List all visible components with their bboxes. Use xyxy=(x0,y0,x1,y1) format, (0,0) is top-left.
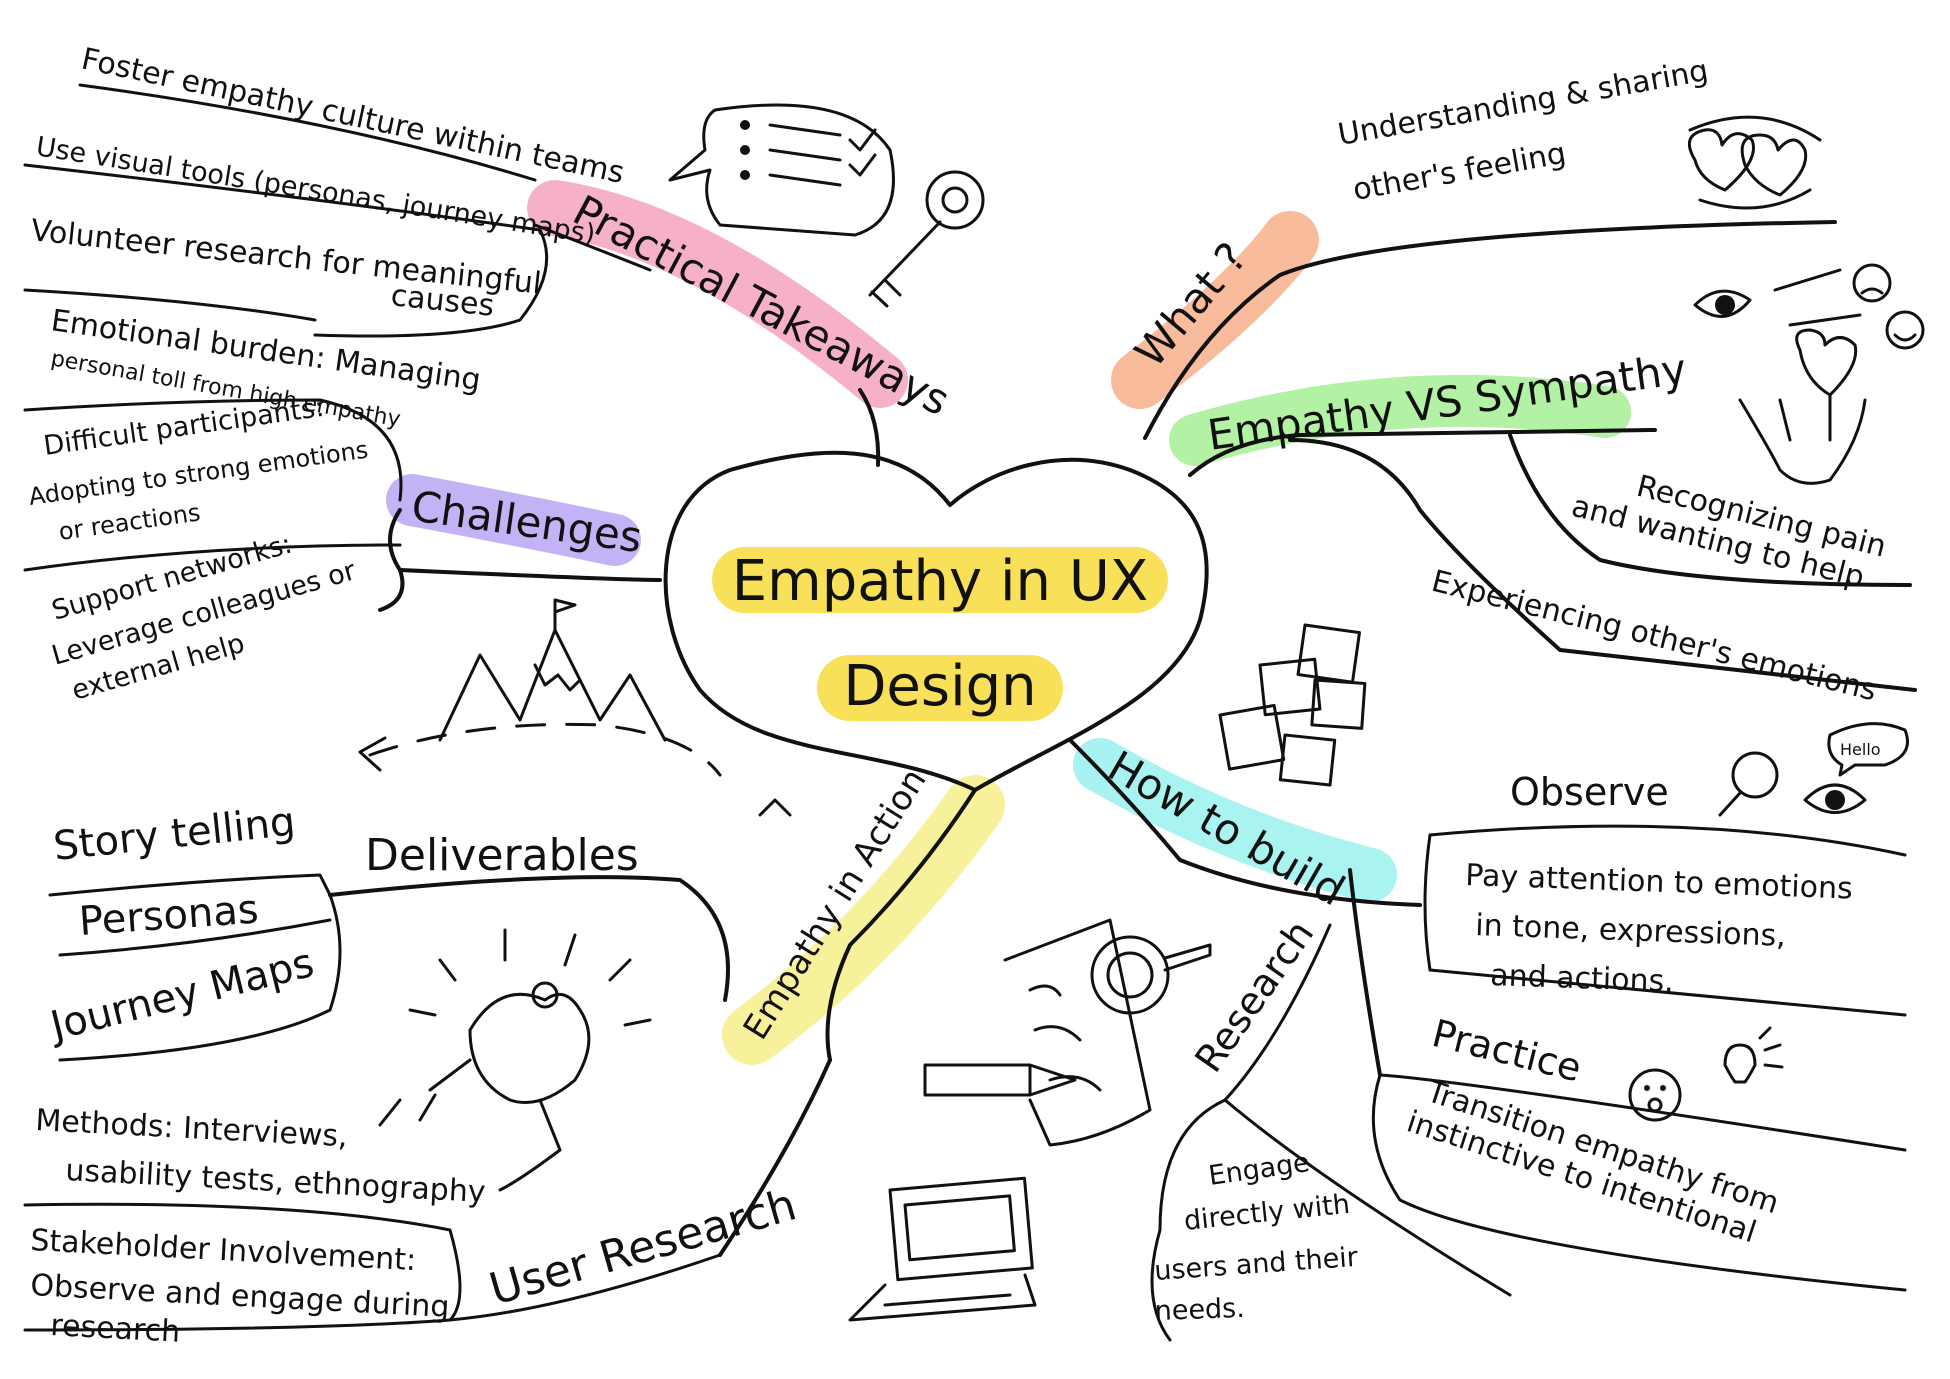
what-item-1: Understanding & sharing xyxy=(1335,53,1711,153)
how-observe-line-2: in tone, expressions, xyxy=(1475,908,1787,954)
smile-face-icon xyxy=(1885,310,1925,350)
sticky-notes-icon xyxy=(1218,623,1367,787)
title-line-2: Design xyxy=(843,654,1036,719)
branch-how-label: How to build xyxy=(1100,741,1353,915)
what-item-2: other's feeling xyxy=(1350,136,1568,208)
highlight-what xyxy=(1111,211,1319,409)
hand-heart-icon xyxy=(1738,328,1867,485)
how-observe-line-1: Pay attention to emotions xyxy=(1465,858,1854,907)
hearts-icon xyxy=(1687,115,1822,210)
speech-hello-icon: Hello xyxy=(1827,722,1909,777)
highlight-challenges xyxy=(386,474,641,566)
challenge-2-line-3: or reactions xyxy=(57,498,202,546)
deliverable-item-3: Journey Maps xyxy=(43,940,318,1050)
highlight-vs xyxy=(1169,374,1631,466)
highlight-how xyxy=(1073,738,1397,902)
sad-face-icon xyxy=(1852,263,1892,303)
how-practice-label: Practice xyxy=(1428,1011,1586,1090)
lightbulb-icon xyxy=(1723,1026,1784,1084)
stakeholder-line-1: Stakeholder Involvement: xyxy=(30,1223,417,1278)
stakeholder-line-3: research xyxy=(50,1308,181,1350)
how-observe-label: Observe xyxy=(1510,770,1669,814)
branch-vs-label: Empathy VS Sympathy xyxy=(1205,344,1690,460)
mountain-flag-icon xyxy=(438,598,667,742)
vs-item-3: Experiencing other's emotions xyxy=(1428,564,1880,709)
how-research-line-4: needs. xyxy=(1154,1293,1245,1327)
methods-line-2: usability tests, ethnography xyxy=(65,1153,487,1210)
central-heart xyxy=(663,450,1209,792)
magnifier-icon xyxy=(1718,751,1779,817)
deliverable-item-1: Story telling xyxy=(51,799,297,870)
user-research-label: User Research xyxy=(484,1179,802,1315)
deliverables-label: Deliverables xyxy=(365,830,639,881)
highlight-practical xyxy=(527,180,908,408)
branch-lines xyxy=(328,220,1917,1257)
highlights xyxy=(386,180,1631,1065)
hello-text: Hello xyxy=(1840,740,1881,759)
eye-icon xyxy=(1693,268,1862,327)
highlight-action xyxy=(722,775,1005,1065)
title-line-1: Empathy in UX xyxy=(732,549,1148,614)
document-magnifier-icon xyxy=(1003,918,1212,1147)
key-icon xyxy=(868,170,985,308)
surprised-face-icon xyxy=(1628,1068,1682,1122)
how-research-line-2: directly with xyxy=(1182,1189,1351,1237)
how-research-line-3: users and their xyxy=(1153,1242,1359,1287)
how-research-label: Research xyxy=(1186,912,1322,1080)
how-observe-line-3: and actions. xyxy=(1490,958,1675,999)
branch-practical-label: Practical Takeaways xyxy=(565,186,957,426)
how-research-line-1: Engage xyxy=(1207,1147,1312,1192)
handshake-icon xyxy=(378,928,652,1192)
chat-bubble-icon xyxy=(668,103,895,237)
methods-line-1: Methods: Interviews, xyxy=(35,1103,349,1154)
leaf-lines xyxy=(23,83,1907,1342)
pencil-icon xyxy=(923,1063,1077,1097)
dashed-arrows xyxy=(358,722,792,817)
branch-challenges-label: Challenges xyxy=(409,481,645,562)
laptop-icon xyxy=(848,1176,1037,1322)
eye-watching-icon xyxy=(1803,783,1867,814)
